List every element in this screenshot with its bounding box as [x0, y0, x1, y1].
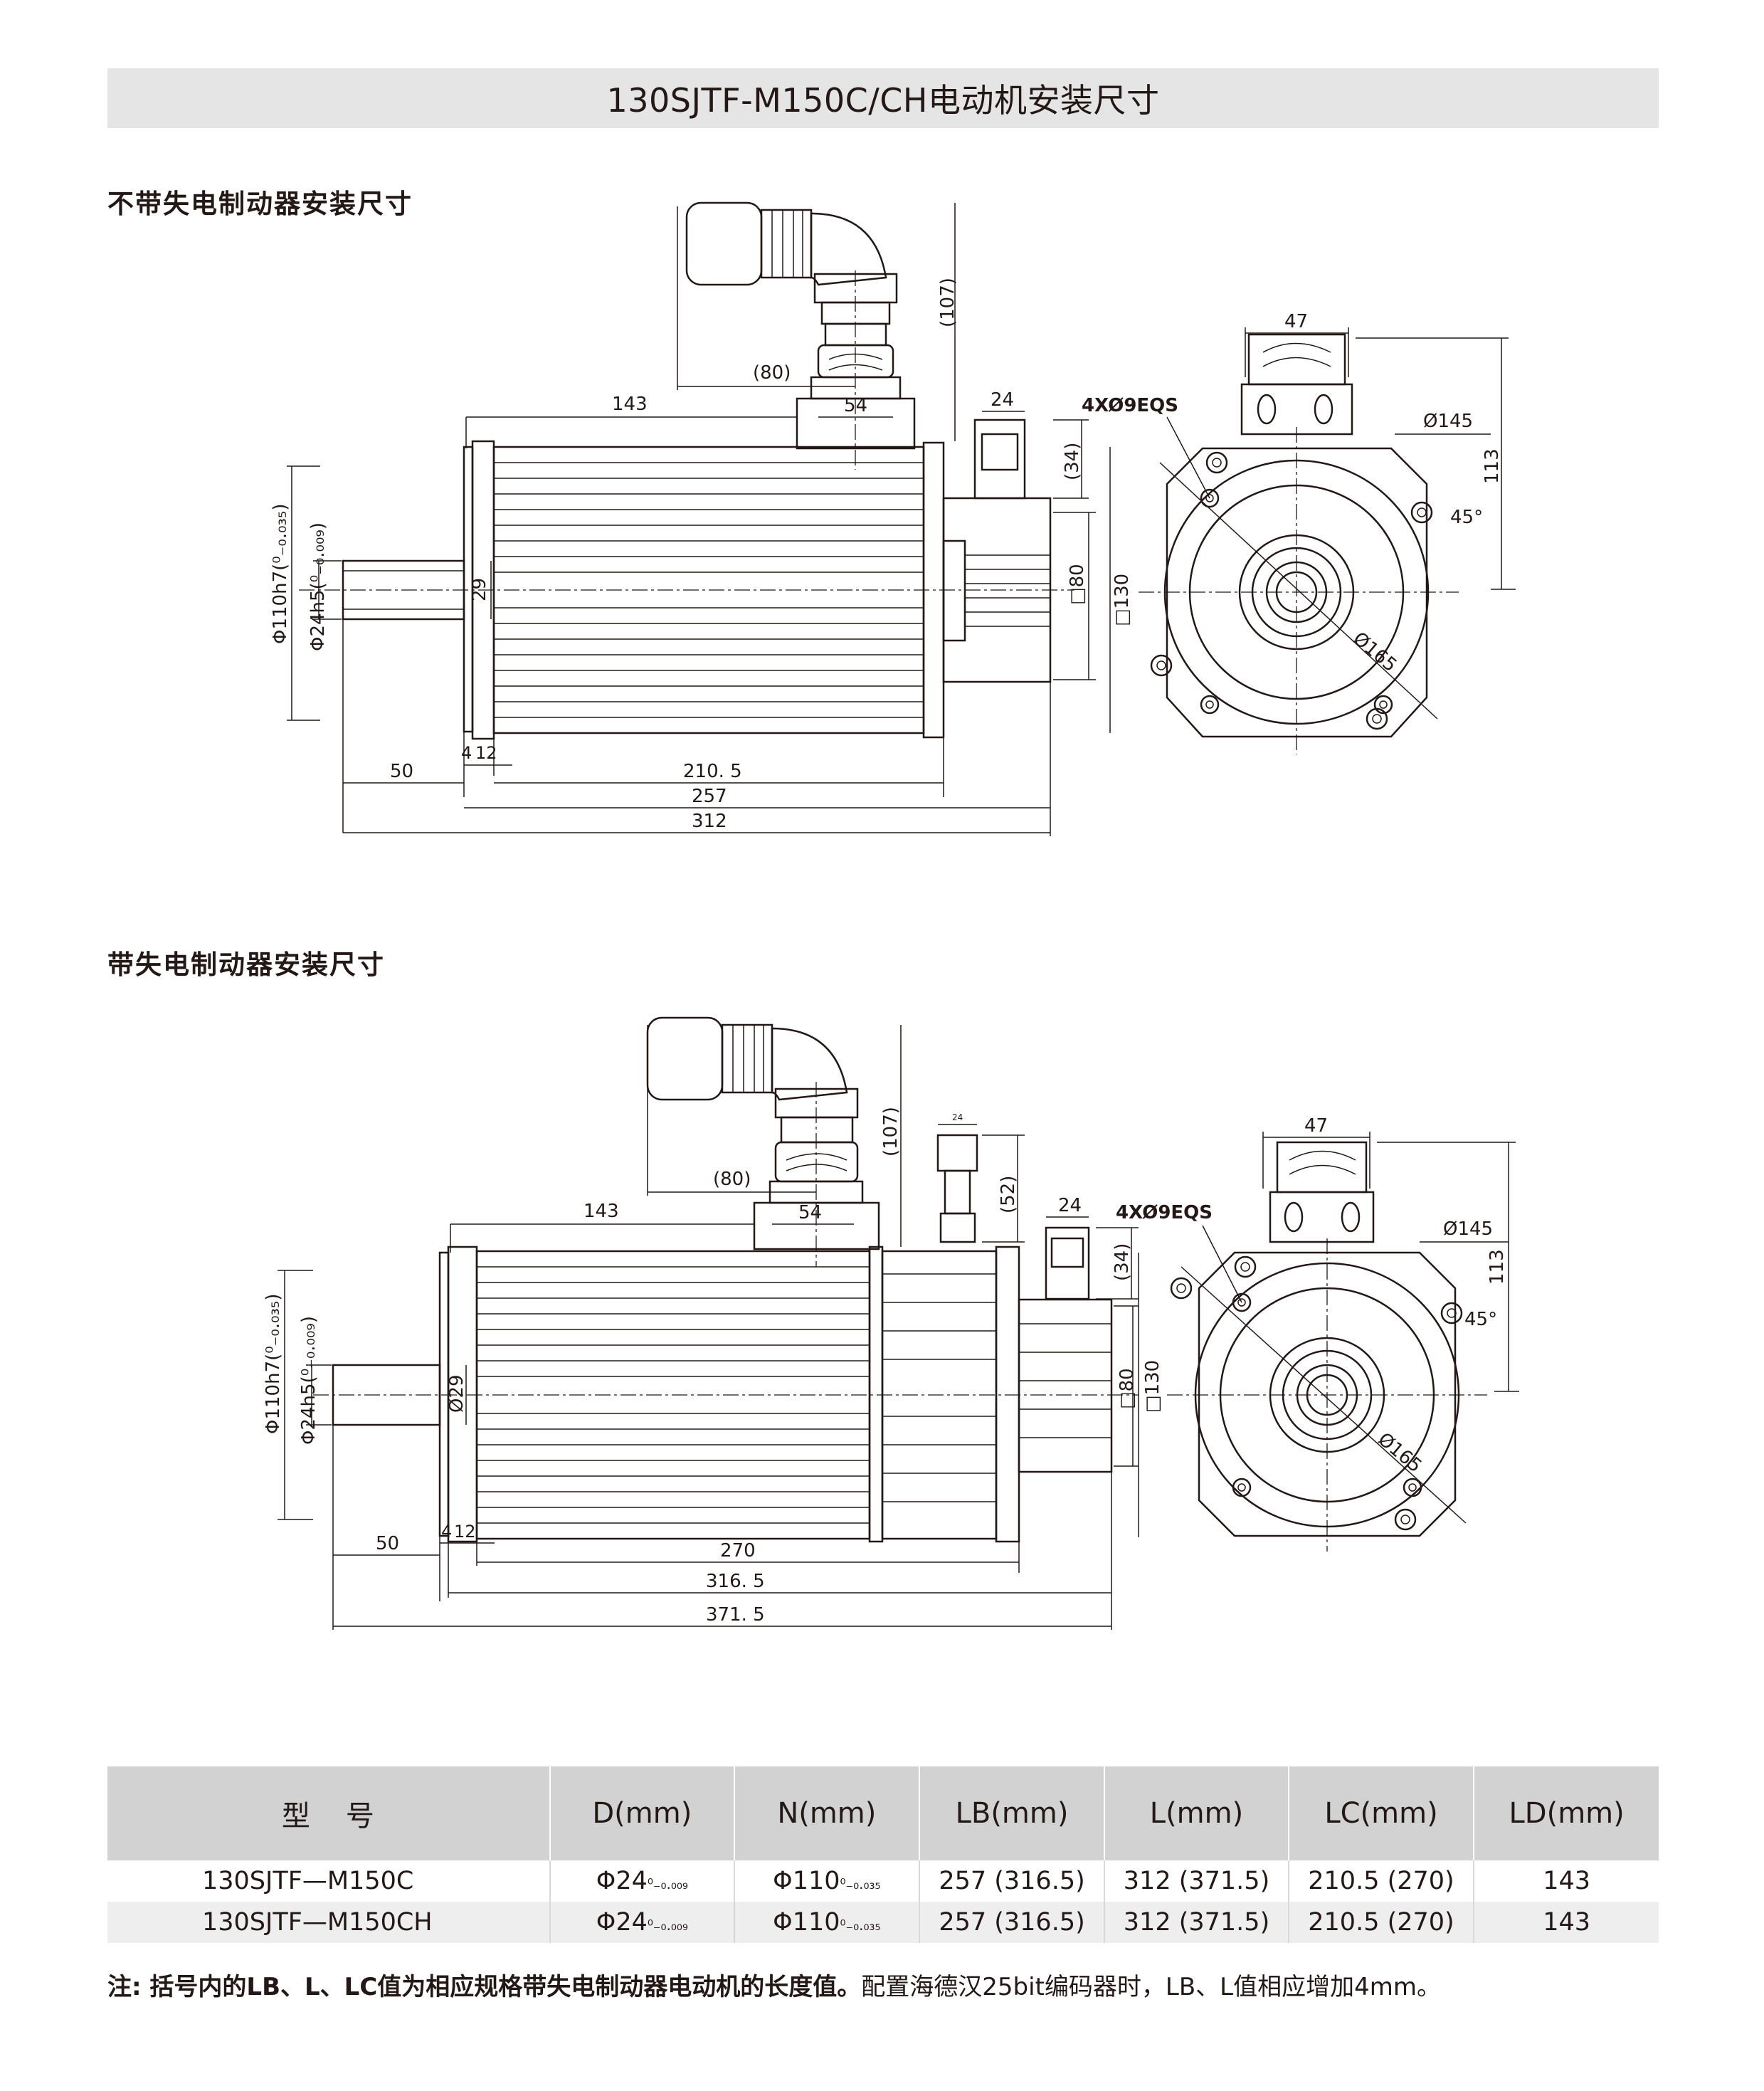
cell-lc: 210.5 (270) [1288, 1902, 1475, 1943]
cell-n: Φ110⁰₋₀.₀₃₅ [734, 1860, 920, 1902]
header-lc: LC(mm) [1288, 1766, 1475, 1860]
svg-text:Φ110h7(⁰₋₀.₀₃₅): Φ110h7(⁰₋₀.₀₃₅) [263, 1293, 284, 1434]
svg-text:4XØ9EQS: 4XØ9EQS [1116, 1202, 1213, 1223]
svg-text:□80: □80 [1116, 1368, 1138, 1409]
svg-text:4: 4 [441, 1522, 452, 1542]
drawing-without-brake: (80) (107) 143 54 24 (34) □80 □130 29 Φ1… [270, 201, 1516, 836]
svg-text:Ø145: Ø145 [1423, 411, 1473, 432]
header-ld: LD(mm) [1474, 1766, 1659, 1860]
svg-text:47: 47 [1284, 311, 1308, 332]
table-row: 130SJTF—M150CH Φ24⁰₋₀.₀₀₉ Φ110⁰₋₀.₀₃₅ 25… [107, 1902, 1659, 1943]
svg-text:24: 24 [991, 389, 1014, 411]
svg-text:312: 312 [692, 811, 727, 832]
title-bar: 130SJTF-M150C/CH电动机安装尺寸 [107, 68, 1659, 128]
end-view-2: 47 4XØ9EQS Ø145 113 45° Ø165 [1116, 1115, 1519, 1552]
svg-text:54: 54 [844, 395, 867, 416]
header-l: L(mm) [1104, 1766, 1289, 1860]
svg-text:□130: □130 [1111, 574, 1133, 626]
drawing-with-brake: (80) (107) 143 54 24 (52) 24 (34) □80 □1… [263, 1016, 1519, 1630]
dimensions-1: (80) (107) 143 54 24 (34) □80 □130 29 Φ1… [270, 203, 1133, 836]
spec-table: 型号 D(mm) N(mm) LB(mm) L(mm) LC(mm) LD(mm… [107, 1766, 1659, 1943]
svg-text:113: 113 [1482, 448, 1503, 484]
dimensions-2: (80) (107) 143 54 24 (52) 24 (34) □80 □1… [263, 1025, 1163, 1630]
section-heading-without-brake: 不带失电制动器安装尺寸 [107, 189, 413, 219]
svg-text:50: 50 [376, 1533, 399, 1554]
svg-text:210. 5: 210. 5 [683, 761, 742, 782]
cell-model: 130SJTF—M150C [107, 1860, 551, 1902]
page-title: 130SJTF-M150C/CH电动机安装尺寸 [606, 81, 1160, 120]
svg-text:Ø165: Ø165 [1349, 628, 1401, 676]
svg-text:Ø165: Ø165 [1374, 1428, 1426, 1477]
svg-text:Φ24h5(⁰₋₀.₀₀₉): Φ24h5(⁰₋₀.₀₀₉) [298, 1316, 319, 1445]
cell-lb: 257 (316.5) [919, 1860, 1106, 1902]
svg-text:4XØ9EQS: 4XØ9EQS [1082, 395, 1178, 416]
cell-l: 312 (371.5) [1104, 1860, 1289, 1902]
power-connector-2 [646, 1016, 880, 1267]
motor-body-2 [313, 1226, 1139, 1543]
cell-model: 130SJTF—M150CH [107, 1902, 551, 1943]
svg-text:4: 4 [461, 743, 472, 763]
svg-text:(52): (52) [998, 1176, 1019, 1213]
svg-text:143: 143 [583, 1201, 619, 1222]
cell-d: Φ24⁰₋₀.₀₀₉ [549, 1902, 735, 1943]
svg-text:(34): (34) [1111, 1243, 1133, 1281]
section-heading-with-brake: 带失电制动器安装尺寸 [107, 949, 385, 980]
svg-text:54: 54 [798, 1202, 822, 1223]
end-view-1: 47 4XØ9EQS Ø145 113 45° Ø165 [1082, 311, 1516, 754]
cell-lb: 257 (316.5) [919, 1902, 1106, 1943]
svg-text:(80): (80) [713, 1169, 751, 1190]
brake-connector-2 [936, 1134, 978, 1243]
table-header-row: 型号 D(mm) N(mm) LB(mm) L(mm) LC(mm) LD(mm… [107, 1766, 1659, 1860]
cell-ld: 143 [1474, 1902, 1659, 1943]
header-lb: LB(mm) [919, 1766, 1106, 1860]
svg-text:Ø145: Ø145 [1443, 1218, 1493, 1240]
table-row: 130SJTF—M150C Φ24⁰₋₀.₀₀₉ Φ110⁰₋₀.₀₃₅ 257… [107, 1860, 1659, 1902]
cell-lc: 210.5 (270) [1288, 1860, 1475, 1902]
svg-text:45°: 45° [1464, 1309, 1497, 1330]
svg-text:Φ24h5(⁰₋₀.₀₀₉): Φ24h5(⁰₋₀.₀₀₉) [307, 522, 329, 651]
cell-n: Φ110⁰₋₀.₀₃₅ [734, 1902, 920, 1943]
svg-text:Ø29: Ø29 [446, 1374, 468, 1413]
svg-text:316. 5: 316. 5 [706, 1571, 765, 1592]
svg-text:371. 5: 371. 5 [706, 1604, 765, 1626]
header-n: N(mm) [734, 1766, 920, 1860]
svg-text:12: 12 [454, 1522, 476, 1542]
svg-text:□130: □130 [1142, 1360, 1163, 1413]
svg-text:24: 24 [1058, 1195, 1082, 1216]
svg-text:47: 47 [1304, 1115, 1328, 1137]
footnote-bold: 注: 括号内的LB、L、LC值为相应规格带失电制动器电动机的长度值。 [107, 1973, 862, 2001]
motor-body-1 [299, 418, 1074, 740]
svg-text:(80): (80) [753, 362, 791, 384]
cell-d: Φ24⁰₋₀.₀₀₉ [549, 1860, 735, 1902]
svg-text:24: 24 [952, 1112, 963, 1122]
svg-text:Φ110h7(⁰₋₀.₀₃₅): Φ110h7(⁰₋₀.₀₃₅) [270, 503, 291, 644]
svg-text:257: 257 [692, 786, 727, 807]
cell-l: 312 (371.5) [1104, 1902, 1289, 1943]
footnote-normal: 配置海德汉25bit编码器时，LB、L值相应增加4mm。 [861, 1973, 1442, 2001]
cell-ld: 143 [1474, 1860, 1659, 1902]
svg-text:45°: 45° [1450, 507, 1483, 528]
svg-text:270: 270 [720, 1540, 756, 1561]
svg-text:50: 50 [390, 761, 413, 782]
header-model: 型号 [107, 1766, 551, 1860]
svg-text:(107): (107) [880, 1107, 902, 1157]
power-connector-1 [685, 201, 916, 470]
svg-text:□80: □80 [1067, 564, 1088, 605]
svg-text:(34): (34) [1062, 443, 1083, 480]
footnote: 注: 括号内的LB、L、LC值为相应规格带失电制动器电动机的长度值。配置海德汉2… [107, 1967, 1441, 2002]
svg-text:143: 143 [612, 394, 648, 415]
svg-text:(107): (107) [937, 278, 958, 327]
svg-text:113: 113 [1486, 1249, 1508, 1285]
svg-text:29: 29 [469, 578, 490, 601]
header-d: D(mm) [549, 1766, 735, 1860]
